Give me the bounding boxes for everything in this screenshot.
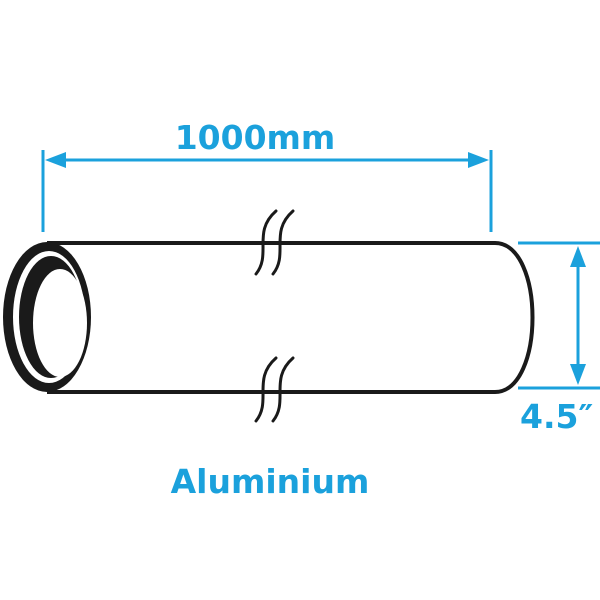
break-line-bottom-left xyxy=(254,356,278,423)
length-arrowhead-right xyxy=(468,152,489,168)
diameter-arrowhead-bottom xyxy=(570,364,586,385)
pipe-interior-highlight xyxy=(33,269,87,377)
pipe-body xyxy=(47,241,535,394)
length-arrowhead-left xyxy=(45,152,66,168)
break-mark-top xyxy=(254,209,295,276)
break-mark-bottom xyxy=(254,356,295,423)
length-dimension xyxy=(41,150,493,232)
diameter-arrowhead-top xyxy=(570,246,586,267)
break-line-bottom-right xyxy=(271,356,295,423)
length-label: 1000mm xyxy=(174,118,336,157)
diameter-label: 4.5″ xyxy=(520,397,594,436)
diameter-dimension xyxy=(518,241,600,390)
material-label: Aluminium xyxy=(170,462,370,501)
break-line-top-left xyxy=(254,209,278,276)
break-line-top-right xyxy=(271,209,295,276)
pipe xyxy=(3,241,535,394)
